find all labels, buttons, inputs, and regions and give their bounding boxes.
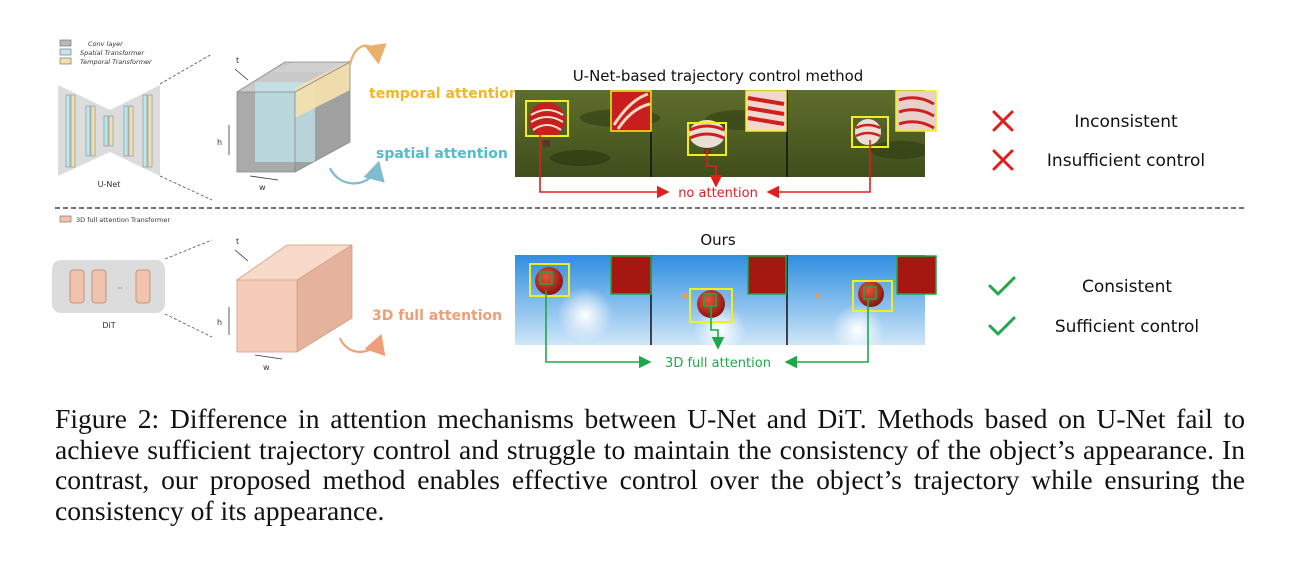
full-attention-label: 3D full attention <box>372 308 502 324</box>
no-attention-label: no attention <box>678 186 758 201</box>
verdict-inconsistent: Inconsistent <box>1074 112 1178 132</box>
unet-frame-1 <box>525 91 651 147</box>
temporal-attention-label: temporal attention <box>369 86 519 102</box>
spatial-attention-arrow <box>328 160 385 185</box>
verdict-consistent: Consistent <box>1082 277 1172 297</box>
axis-w-label-bottom: w <box>263 363 270 372</box>
axis-t-label-bottom: t <box>236 237 239 246</box>
axis-w-label-top: w <box>259 183 266 192</box>
axis-t-label-top: t <box>236 56 239 65</box>
ours-frame-2-crop <box>748 256 786 294</box>
dit-zoom-lines <box>164 239 213 338</box>
spatial-attention-label: spatial attention <box>376 146 508 162</box>
temporal-attention-arrow <box>348 43 387 66</box>
verdict-sufficient-control: Sufficient control <box>1055 317 1199 337</box>
ours-panel-title: Ours <box>700 231 735 249</box>
unet-frame-2 <box>687 91 786 156</box>
verdict-insufficient-control: Insufficient control <box>1047 151 1205 171</box>
unet-label: U-Net <box>98 180 121 189</box>
ours-connector-label: 3D full attention <box>665 356 771 371</box>
dit-label: DiT <box>102 321 115 330</box>
full-attention-arrow <box>338 333 386 357</box>
ours-frame-1-box <box>529 263 570 297</box>
unet-no-attention-connector: no attention <box>539 128 871 201</box>
legend-3d-full-label: 3D full attention Transformer <box>76 216 170 224</box>
dit-legend: 3D full attention Transformer <box>59 215 170 224</box>
unet-frame-3 <box>851 91 936 148</box>
legend-swatch-spatial <box>59 48 72 56</box>
legend-temporal-label: Temporal Transformer <box>80 58 153 66</box>
figure-caption: Figure 2: Difference in attention mechan… <box>55 403 1245 526</box>
unet-schematic: U-Net <box>58 85 160 189</box>
ours-frame-3 <box>815 255 937 312</box>
unet-crop-highlights <box>610 90 937 132</box>
check-icon <box>988 316 1016 336</box>
legend-swatch-3d-full <box>59 215 72 223</box>
unet-cube: t h w <box>217 56 351 192</box>
legend-swatch-conv <box>59 39 72 47</box>
unet-verdicts: Inconsistent Insufficient control <box>992 110 1205 171</box>
ours-verdicts: Consistent Sufficient control <box>988 276 1199 337</box>
figure-diagram: Conv layer Spatial Transformer Temporal … <box>52 39 1245 372</box>
unet-frame-1-crop <box>611 91 651 131</box>
ours-frame-1-crop <box>611 256 651 294</box>
unet-zoom-lines <box>159 53 213 201</box>
ours-frame-2 <box>682 255 787 323</box>
legend-conv-label: Conv layer <box>88 40 124 48</box>
legend-swatch-temporal <box>59 57 72 65</box>
check-icon <box>988 276 1016 296</box>
cross-icon <box>992 149 1014 171</box>
unet-legend: Conv layer Spatial Transformer Temporal … <box>59 39 153 66</box>
legend-spatial-label: Spatial Transformer <box>80 49 145 57</box>
dit-ellipsis: ·· <box>117 284 122 293</box>
unet-panel-title: U-Net-based trajectory control method <box>573 67 864 85</box>
axis-h-label-top: h <box>217 138 222 147</box>
ours-full-attention-connector: 3D full attention <box>545 290 869 371</box>
dit-cube: t h w <box>217 237 353 372</box>
dit-schematic: ·· DiT <box>52 260 165 330</box>
axis-h-label-bottom: h <box>217 318 222 327</box>
unet-frame-1-box <box>525 100 569 137</box>
ours-frame-3-box <box>852 280 893 312</box>
ours-frame-1 <box>529 255 652 297</box>
unet-layer-bars <box>65 94 153 168</box>
ours-frame-3-crop <box>897 256 936 294</box>
cross-icon <box>992 110 1014 132</box>
